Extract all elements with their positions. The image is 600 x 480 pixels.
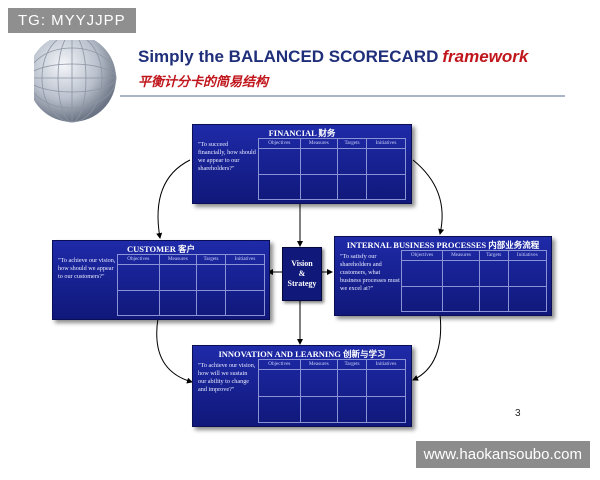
globe-logo [34,40,124,130]
customer-quote: "To achieve our vision, how should we ap… [58,257,116,280]
title-divider [120,95,565,97]
col-initiatives: Initiatives [365,138,407,149]
ampersand-label: & [298,269,306,278]
col-measures: Measures [158,254,198,265]
financial-quote: "To succeed financially, how should we a… [198,141,256,172]
slide-subtitle: 平衡计分卡的简易结构 [138,74,269,89]
col-initiatives: Initiatives [224,254,266,265]
col-objectives: Objectives [400,250,444,261]
strategy-label: Strategy [287,279,317,288]
title-accent: framework [442,47,529,66]
vision-strategy-box: Vision & Strategy [282,247,322,301]
cycle-arrow-top-right [412,159,445,235]
title-main: Simply the BALANCED SCORECARD [138,47,439,66]
learning-title: INNOVATION AND LEARNING 创新与学习 [218,349,386,359]
financial-box: FINANCIAL 财务 "To succeed financially, ho… [192,124,412,204]
col-objectives: Objectives [258,138,301,149]
learning-quote: "To achieve our vision, how will we sust… [198,362,256,393]
col-targets: Targets [196,254,226,265]
watermark-url: www.haokansoubo.com [415,441,590,468]
page-number: 3 [515,408,521,419]
col-targets: Targets [337,359,367,370]
cycle-arrow-bottom-left [156,317,193,384]
customer-box: CUSTOMER 客户 "To achieve our vision, how … [52,240,270,320]
col-initiatives: Initiatives [365,359,407,370]
tag-label: TG: MYYJJPP [8,8,136,33]
col-initiatives: Initiatives [507,250,547,261]
col-measures: Measures [442,250,480,261]
internal-title: INTERNAL BUSINESS PROCESSES 内部业务流程 [346,240,540,250]
internal-quote: "To satisfy our shareholders and custome… [340,253,400,292]
internal-box: INTERNAL BUSINESS PROCESSES 内部业务流程 "To s… [334,236,552,316]
cycle-arrow-top-left [156,159,191,239]
vision-label: Vision [291,259,313,268]
col-objectives: Objectives [258,359,301,370]
col-objectives: Objectives [117,254,160,265]
financial-title: FINANCIAL 财务 [268,128,336,138]
col-targets: Targets [337,138,367,149]
col-targets: Targets [479,250,509,261]
col-measures: Measures [299,138,339,149]
col-measures: Measures [299,359,339,370]
learning-box: INNOVATION AND LEARNING 创新与学习 "To achiev… [192,345,412,427]
customer-title: CUSTOMER 客户 [126,244,196,254]
cycle-arrow-bottom-right [412,313,442,381]
